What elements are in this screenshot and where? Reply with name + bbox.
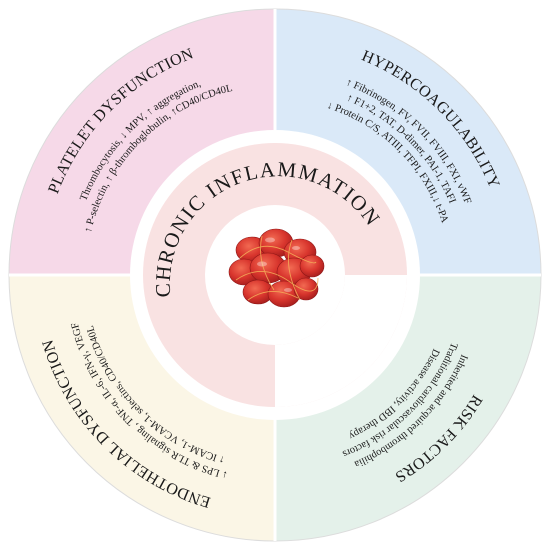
core-ring-cutout: [275, 275, 407, 407]
red-blood-cells-icon: [228, 228, 325, 308]
quadrant-separators: [9, 9, 541, 541]
